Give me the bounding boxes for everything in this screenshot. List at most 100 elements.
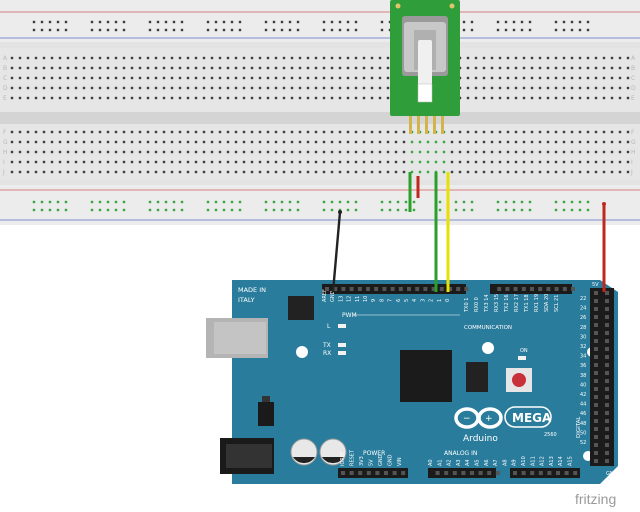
digital-vertical-label: DIGITAL [576, 416, 582, 438]
pin-label: A0 [428, 459, 434, 466]
row-label: C [631, 75, 635, 82]
pin-label: 8 [379, 299, 385, 302]
pin-label: 24 [580, 306, 586, 312]
pin-label: A12 [540, 456, 546, 466]
header-pin [415, 287, 420, 291]
row-label: E [3, 95, 7, 102]
pin-label: A1 [437, 459, 443, 466]
pin-label: A3 [456, 459, 462, 466]
header-pin [375, 471, 380, 475]
row-label: G [631, 139, 636, 146]
pin-label: 12 [347, 296, 353, 302]
header-pin [341, 287, 346, 291]
pin-label: 34 [580, 354, 586, 360]
pin-label: 11 [355, 296, 361, 302]
header-pin [605, 339, 609, 343]
led-rx [338, 351, 346, 355]
header-pin [547, 471, 552, 475]
pin-label: 52 [580, 440, 586, 446]
pin-label: 4 [412, 299, 418, 302]
header-pin [605, 331, 609, 335]
pin-label: 40 [580, 382, 586, 388]
row-label: H [3, 149, 8, 156]
header-pin [538, 287, 543, 291]
pin-label: 48 [580, 421, 586, 427]
pin-label: 30 [580, 334, 586, 340]
communication-label: COMMUNICATION [464, 325, 512, 331]
bottom-power-rail [0, 185, 640, 225]
pin-label: RESET [350, 449, 356, 466]
power-label: POWER [363, 450, 385, 457]
pin-label: A8 [502, 459, 508, 466]
header-pin [487, 471, 492, 475]
model-sub-label: 2560 [544, 432, 557, 438]
pin-label: GND [388, 454, 394, 466]
header-pin [497, 287, 502, 291]
row-label: D [631, 85, 636, 92]
pin-label: 3V3 [359, 456, 365, 466]
header-pin [382, 287, 387, 291]
header-pin [456, 287, 461, 291]
row-label: G [3, 139, 8, 146]
header-pin [333, 287, 338, 291]
header-pin [357, 287, 362, 291]
header-pin [605, 459, 609, 463]
header-pin [398, 287, 403, 291]
pin-label: TX0 1 [464, 298, 470, 313]
wire-black-gnd [331, 211, 342, 293]
header-pin [594, 339, 598, 343]
header-pin [452, 471, 457, 475]
header-pin [605, 355, 609, 359]
header-pin [605, 451, 609, 455]
header-pin [431, 287, 436, 291]
header-pin [556, 471, 560, 475]
header-pin [390, 287, 395, 291]
header-pin [605, 323, 609, 327]
pin-label: A6 [484, 459, 490, 466]
header-pin [605, 299, 609, 303]
pin-label: 2 [429, 299, 435, 302]
header-pin [530, 287, 534, 291]
header-pin [423, 287, 428, 291]
mount-hole [482, 342, 494, 354]
header-pin [594, 331, 598, 335]
encoder-pins [409, 116, 444, 134]
header-pin [594, 347, 598, 351]
header-pin [594, 459, 598, 463]
header-pin [392, 471, 397, 475]
header-pin [464, 287, 469, 291]
pin-label: 26 [580, 315, 586, 321]
pin-label: 28 [580, 325, 586, 331]
header-pin [439, 287, 444, 291]
row-label: B [631, 65, 635, 72]
header-pin [594, 379, 598, 383]
header-pin [554, 287, 559, 291]
header-pin [594, 315, 598, 319]
pin-label: 38 [580, 373, 586, 379]
pin-label: A4 [465, 459, 471, 466]
row-label: B [3, 65, 7, 72]
pin-label: 9 [371, 299, 377, 302]
header-pin [478, 471, 483, 475]
header-pin [594, 307, 598, 311]
analog-label: ANALOG IN [444, 450, 477, 457]
header-pin [594, 443, 598, 447]
pin-label: VIN [397, 457, 403, 466]
pin-label: A11 [530, 456, 536, 466]
header-pin [594, 291, 598, 295]
top-power-rail [0, 0, 640, 42]
led-l [338, 324, 346, 328]
pin-label: A14 [558, 456, 564, 466]
pin-label: TX1 18 [524, 294, 530, 313]
svg-text:−: − [463, 414, 471, 424]
pin-label: 0 [445, 299, 451, 302]
row-label: A [3, 55, 8, 62]
pin-label: A15 [568, 456, 574, 466]
pin-label: RX3 15 [494, 294, 500, 312]
made-in-label: MADE IN [238, 286, 266, 294]
header-pin [605, 387, 609, 391]
svg-text:+: + [485, 414, 493, 424]
